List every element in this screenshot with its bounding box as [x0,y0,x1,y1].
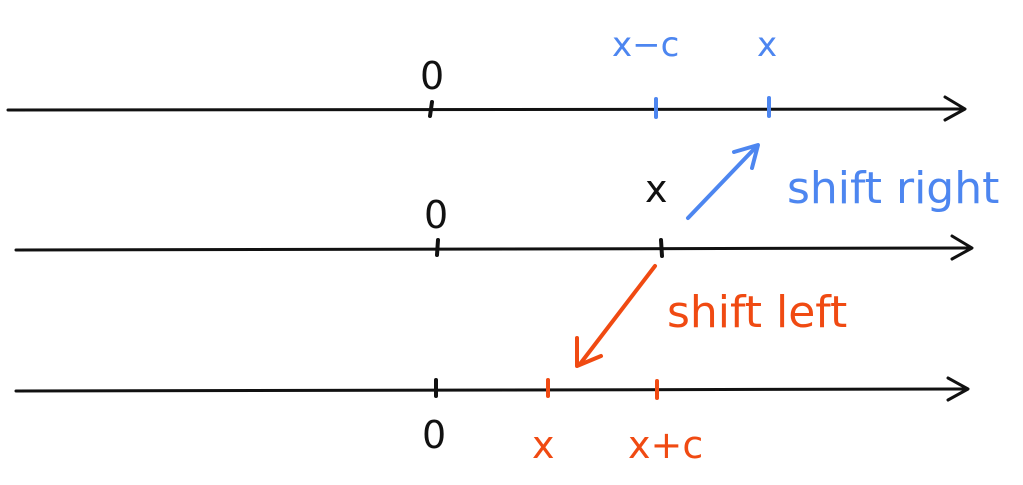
middle-zero-label: 0 [424,193,448,237]
middle-number-line: 0 x [14,167,974,261]
bottom-number-line: 0 x x+c [14,376,970,467]
top-axis [6,107,964,112]
bottom-x-plus-c-label: x+c [628,423,703,467]
bottom-zero-label: 0 [422,413,446,457]
top-zero-tick [428,100,434,118]
shift-right-annotation: shift right [686,143,999,220]
shift-left-arrowhead [575,336,603,368]
top-x-label: x [757,25,777,65]
top-zero-label: 0 [420,54,444,98]
bottom-axis-arrowhead [946,376,970,402]
bottom-axis [14,387,966,393]
top-x-minus-c-label: x−c [612,25,679,65]
shift-right-arrowhead [732,143,760,170]
top-number-line: 0 x−c x [6,25,967,122]
middle-x-tick [659,238,664,258]
middle-axis [14,246,970,252]
middle-axis-arrowhead [950,234,974,261]
shift-right-arrow-shaft [686,144,759,220]
middle-x-label: x [645,167,668,211]
bottom-x-label: x [532,423,555,467]
top-axis-arrowhead [943,95,967,122]
shift-right-label: shift right [787,163,999,214]
shift-left-annotation: shift left [575,264,847,368]
middle-zero-tick [435,238,440,257]
shift-left-label: shift left [667,287,847,338]
shift-left-arrow-shaft [578,264,657,366]
